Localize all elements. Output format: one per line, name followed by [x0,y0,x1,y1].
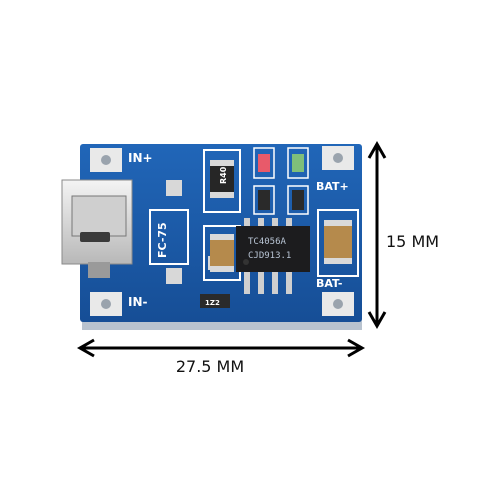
label-resistor: R40 [219,166,228,184]
label-in-minus: IN- [128,295,148,309]
pad-in-plus [90,148,122,172]
resistor-r40 [210,162,234,196]
height-arrow [367,140,387,330]
capacitor-outline [317,209,359,277]
width-arrow [76,338,366,358]
label-bat-minus: BAT- [316,277,343,290]
label-bat-plus: BAT+ [316,180,349,193]
micro-usb-connector [61,179,133,278]
led-red [253,147,275,179]
resistor-small-1 [253,185,275,215]
label-in-plus: IN+ [128,151,153,165]
small-pad [166,180,182,196]
label-model: FC-75 [156,222,169,258]
width-label: 27.5 MM [176,357,244,376]
small-chip [200,294,230,308]
chip-marking-line2: CJD913.1 [248,251,291,261]
silkscreen-outline [149,209,189,265]
chip-marking-line1: TC4056A [248,237,287,247]
small-pad [166,268,182,284]
pad-in-minus [90,292,122,316]
capacitor-left [210,236,234,270]
label-small-chip: 1Z2 [205,299,220,307]
led-green [287,147,309,179]
pad-bat-plus [322,146,354,170]
height-label: 15 MM [386,232,439,251]
capacitor-right [324,222,352,262]
tc4056a-chip [236,218,310,294]
resistor-outline [203,149,241,213]
pad-bat-minus [322,292,354,316]
resistor-small-2 [287,185,309,215]
